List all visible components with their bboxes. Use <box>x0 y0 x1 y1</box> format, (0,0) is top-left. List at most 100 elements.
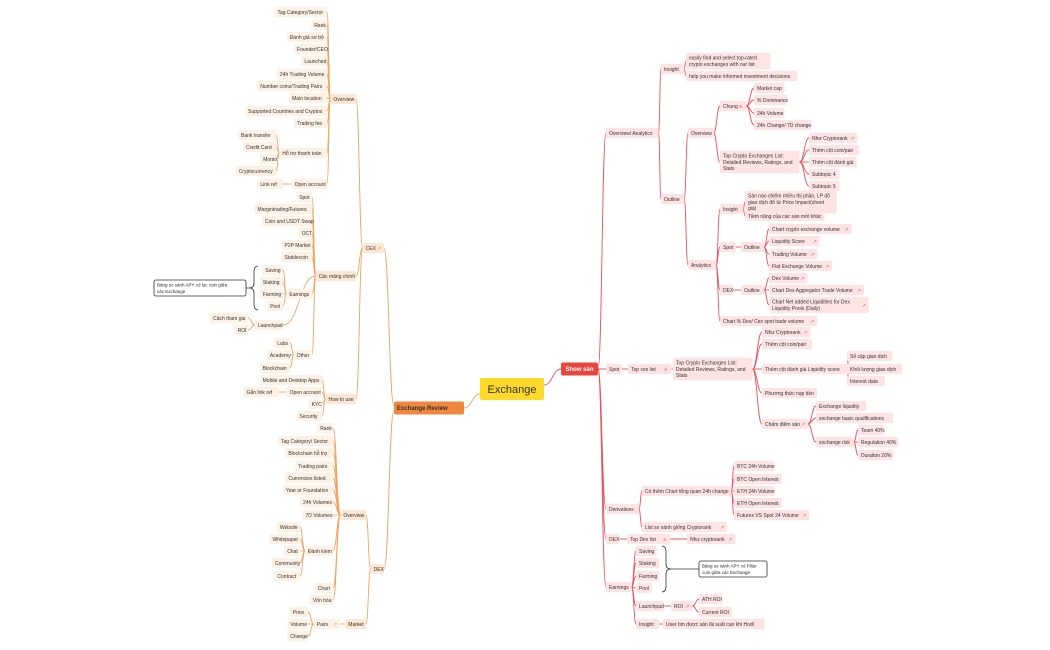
node-whitepaper[interactable]: Whitepaper <box>269 533 301 545</box>
node-duration-20[interactable]: Duration 20% <box>858 449 894 461</box>
node-pairs[interactable]: Pairs↗ <box>313 618 340 630</box>
node-dex[interactable]: DEX <box>370 563 385 575</box>
right-hub-node[interactable]: Show sàn <box>561 362 598 376</box>
node-ath-roi[interactable]: ATH ROI <box>699 593 723 605</box>
node-trading-fee[interactable]: Trading fee <box>294 117 327 129</box>
node-mobile-and-desktop-apps[interactable]: Mobile and Desktop Apps <box>259 374 322 386</box>
node-help-you-make-informed-investment-decisi[interactable]: help you make informed investment decisi… <box>686 70 798 82</box>
node-co-them-chart-tong-quan-24h-change[interactable]: Có thêm Chart tổng quan 24h change <box>642 485 732 497</box>
node-outline[interactable]: Outline <box>661 193 685 205</box>
node-momo[interactable]: Momo <box>260 153 277 165</box>
node-academy[interactable]: Academy <box>266 349 291 361</box>
node-staking[interactable]: Staking <box>636 557 660 569</box>
external-link-icon[interactable]: ↗ <box>825 264 829 270</box>
external-link-icon[interactable]: ↗ <box>850 136 854 142</box>
external-link-icon[interactable]: ↗ <box>720 525 724 531</box>
node-overview[interactable]: Overview <box>330 93 356 105</box>
external-link-icon[interactable]: ↗ <box>803 330 807 336</box>
external-link-icon[interactable]: ↗ <box>801 422 805 428</box>
node-credit-card[interactable]: Credit Card <box>243 141 276 153</box>
node-chat[interactable]: Chat <box>284 545 300 557</box>
external-link-icon[interactable]: ↗ <box>810 252 814 258</box>
node-interest-data[interactable]: Interest data <box>847 375 885 387</box>
node-open-account[interactable]: Open account <box>286 386 322 398</box>
node-overview[interactable]: Overview <box>688 127 714 139</box>
node-eth-open-interest[interactable]: ETH Open Interest <box>734 497 782 509</box>
node-contract[interactable]: Contract <box>274 570 300 582</box>
node-derivatives[interactable]: Derivatives <box>606 503 639 515</box>
node-liquidity-score[interactable]: Liquidity Score↗ <box>769 235 820 247</box>
node-cham-diem-san[interactable]: Chấm điểm sàn↗ <box>762 418 808 430</box>
node-24h-change-7d-change[interactable]: 24h Change/ 7D change <box>754 119 812 131</box>
node-change[interactable]: Change <box>287 630 308 642</box>
node-top-crypto-exchanges-list-detailed-revie[interactable]: Top Crypto Exchanges List:Detailed Revie… <box>720 150 800 174</box>
node-them-cot-coin-pair[interactable]: Thêm cột coin/pair <box>809 144 860 156</box>
external-link-icon[interactable]: ↗ <box>813 239 817 245</box>
node-danh-kiem[interactable]: Đánh kiem <box>304 545 333 557</box>
node-chart-dex-aggregator-trade-volume[interactable]: Chart Dex Aggregator Trade Volume↗ <box>769 284 864 296</box>
node-earnings[interactable]: Earnings <box>286 288 312 300</box>
node-24h-trading-volume[interactable]: 24h Trading Volume <box>276 68 327 80</box>
external-link-icon[interactable]: ↗ <box>685 604 689 610</box>
node-subtopic-5[interactable]: Subtopic 5 <box>809 180 840 192</box>
node-von-hoa[interactable]: Vốn hóa <box>309 594 333 606</box>
node-top-dex-list[interactable]: Top Dex list≡ <box>627 533 671 545</box>
external-link-icon[interactable]: ↗ <box>810 319 814 325</box>
node-khoi-luong-giao-dich[interactable]: Khối lượng giao dịch <box>847 363 902 375</box>
node-roi[interactable]: ROI <box>234 324 248 336</box>
node-labs[interactable]: Labs <box>274 337 290 349</box>
node-dex[interactable]: DEX <box>606 533 620 545</box>
node-top-cex-list[interactable]: Top cex list≡ <box>628 363 672 375</box>
node-exchange-basic-qualifications[interactable]: exchange basic qualifications <box>816 412 894 424</box>
node-rank[interactable]: Rank <box>317 422 333 434</box>
node-eth-24h-volume[interactable]: ETH 24h Volume <box>734 485 775 497</box>
node-pool[interactable]: Pool <box>636 582 652 594</box>
node-saving[interactable]: Saving <box>636 545 657 557</box>
node-launched[interactable]: Launched <box>301 55 327 67</box>
node-btc-24h-volume[interactable]: BTC 24h Volume <box>734 460 775 472</box>
node-them-cot-danh-gia-liquidity-score[interactable]: Thêm cột đánh giá Liquidity score <box>762 363 849 375</box>
note-icon[interactable]: ≡ <box>664 367 667 373</box>
note-icon[interactable]: ≡ <box>663 537 666 543</box>
node-blockchain-ho-tro[interactable]: Blockchain hỗ trợ <box>285 447 333 459</box>
node-them-cot-coin-pair[interactable]: Thêm cột coin/pair <box>762 338 813 350</box>
external-link-icon[interactable]: ↗ <box>377 246 381 252</box>
node-insight[interactable]: Insight <box>661 63 685 75</box>
node-24h-volumes[interactable]: 24h Volumes <box>300 496 333 508</box>
node-launchpad[interactable]: Launchpad <box>636 600 665 612</box>
left-hub-node[interactable]: Exchange Review≡ <box>394 401 464 415</box>
node-year-or-foundation[interactable]: Year or Foundation <box>282 484 333 496</box>
node-staking[interactable]: Staking <box>259 276 283 288</box>
node-phuong-thuc-nap-tien[interactable]: Phương thức nạp tiền <box>762 387 817 399</box>
node-current-roi[interactable]: Current ROI <box>699 606 732 618</box>
node-insight[interactable]: Insight <box>720 203 744 215</box>
note-icon[interactable]: ≡ <box>739 104 742 110</box>
node-price[interactable]: Price <box>289 606 308 618</box>
node-chart-dex-cex-spot-trade-volume[interactable]: Chart % Dex/ Cex spot trade volume↗ <box>720 315 818 327</box>
node-cex[interactable]: CEX↗ <box>362 242 384 254</box>
node-earnings[interactable]: Earnings <box>606 581 632 593</box>
node-bank-transfer[interactable]: Bank transfer <box>238 129 276 141</box>
node-spot[interactable]: Spot <box>296 191 312 203</box>
node-founder-ceo[interactable]: Founder/CEO <box>294 43 328 55</box>
node-cac-mang-chinh[interactable]: Các mảng chính <box>315 270 356 282</box>
node-farming[interactable]: Farming <box>636 570 660 582</box>
node-farming[interactable]: Farming <box>259 288 283 300</box>
node-p2p-market[interactable]: P2P Market <box>281 239 313 251</box>
node-how-to-use[interactable]: How to use <box>325 393 357 405</box>
node-other[interactable]: Other <box>293 349 312 361</box>
note-icon[interactable]: ≡ <box>457 406 461 412</box>
node-analytics[interactable]: Analytics <box>688 259 717 271</box>
node-tag-category-sector[interactable]: Tag Category/ Sector <box>278 435 333 447</box>
external-link-icon[interactable]: ↗ <box>802 513 806 519</box>
node-outline[interactable]: Outline <box>741 284 765 296</box>
node-main-location[interactable]: Main location <box>289 92 327 104</box>
node-open-account[interactable]: Open account <box>291 178 327 190</box>
node-nhu-cryptorank[interactable]: Như Cryptorank↗ <box>762 326 811 338</box>
node-them-cot-danh-gia[interactable]: Thêm cột đánh giá <box>809 156 857 168</box>
node-7d-volumes[interactable]: 7D Volumes <box>302 509 334 521</box>
node-market[interactable]: Market <box>345 618 366 630</box>
external-link-icon[interactable]: ↗ <box>333 622 337 628</box>
node-regulation-40[interactable]: Regulation 40% <box>858 436 899 448</box>
